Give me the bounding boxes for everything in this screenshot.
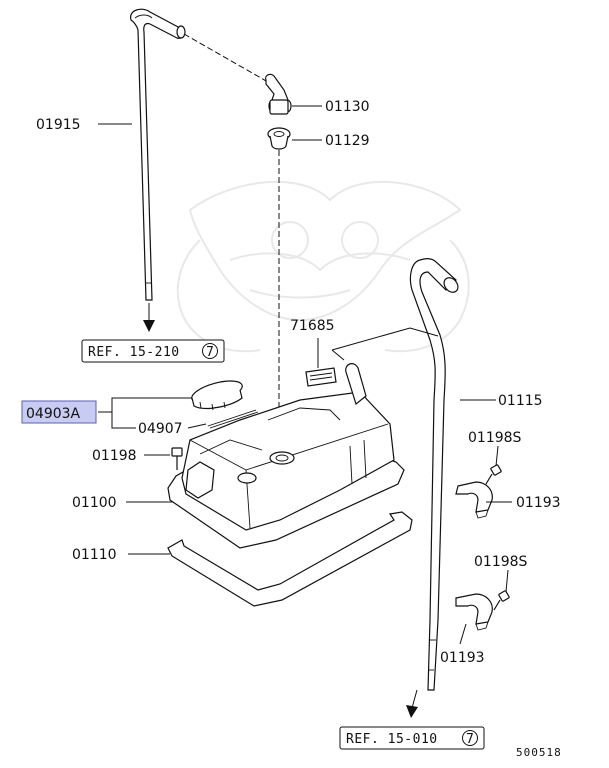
label-01193-bottom[interactable]: 01193 (440, 650, 485, 666)
ref-top-circle-number: 7 (206, 345, 214, 360)
ref-arrow-bottom (406, 689, 418, 718)
label-04903a[interactable]: 04903A (26, 406, 81, 422)
highlight-04903a (21, 400, 97, 424)
clamp-01193-bottom (455, 593, 493, 631)
bolt-01198s-top (485, 464, 502, 485)
ref-bottom-circle-number: 7 (466, 732, 474, 747)
bolt-01198s-bottom (493, 590, 510, 611)
label-01100[interactable]: 01100 (72, 495, 117, 511)
grommet-01129 (267, 127, 291, 150)
label-01198s-top[interactable]: 01198S (468, 430, 522, 446)
label-01130[interactable]: 01130 (325, 99, 370, 115)
oil-cap-04903a (191, 380, 243, 411)
clamp-01193-top (455, 481, 493, 519)
label-01193-top[interactable]: 01193 (516, 495, 561, 511)
watermark-emblem (176, 180, 470, 353)
leader-lines (98, 105, 512, 645)
label-01115[interactable]: 01115 (498, 393, 543, 409)
pcv-fitting-01130 (265, 73, 292, 115)
label-01198s-bottom[interactable]: 01198S (474, 554, 528, 570)
label-01198[interactable]: 01198 (92, 448, 137, 464)
hose-01115 (409, 258, 459, 691)
label-71685[interactable]: 71685 (290, 318, 335, 334)
ref-bottom-text: REF. 15-010 (346, 732, 438, 747)
figure-code: 500518 (516, 746, 562, 759)
label-04907[interactable]: 04907 (138, 421, 183, 437)
ref-arrow-top (143, 303, 155, 332)
label-sticker-71685 (305, 367, 337, 387)
bolt-01198 (171, 447, 183, 470)
label-01915[interactable]: 01915 (36, 117, 81, 133)
ref-top-text: REF. 15-210 (88, 345, 180, 360)
ref-box-top[interactable]: REF. 15-210 7 (81, 339, 225, 363)
hose-01915 (130, 8, 186, 301)
cover-gasket-01110 (167, 511, 413, 607)
cap-gasket-04907 (207, 409, 259, 429)
label-01129[interactable]: 01129 (325, 133, 370, 149)
rocker-cover-01100 (167, 363, 405, 549)
ref-box-bottom[interactable]: REF. 15-010 7 (339, 726, 485, 750)
label-01110[interactable]: 01110 (72, 547, 117, 563)
